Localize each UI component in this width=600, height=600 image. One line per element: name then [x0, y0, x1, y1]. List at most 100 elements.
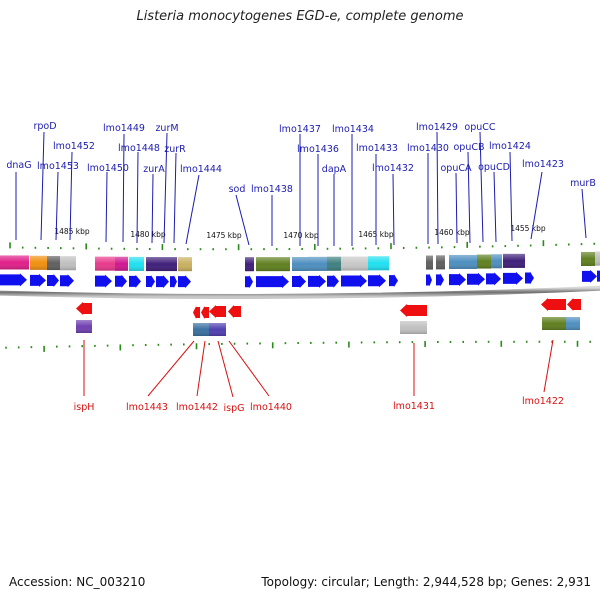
gene-label-opuCD[interactable]: opuCD [478, 162, 510, 173]
forward-gene-arrow [503, 271, 523, 285]
gene-label-opuCB[interactable]: opuCB [453, 142, 484, 153]
gene-label-murB[interactable]: murB [570, 178, 596, 189]
scale-tick [398, 341, 401, 344]
leader-zurA [151, 173, 154, 244]
block-shade [426, 255, 433, 270]
block-shade [368, 256, 389, 271]
gene-label-lmo1436[interactable]: lmo1436 [297, 144, 339, 155]
scale-tick [364, 247, 367, 250]
block-shade [542, 317, 566, 330]
scale-tick [34, 246, 37, 249]
scale-tick [21, 246, 24, 249]
leader-sod [235, 194, 250, 246]
scale-tick [284, 342, 287, 345]
scale-tick [564, 340, 566, 343]
gene-label-lmo1438[interactable]: lmo1438 [251, 184, 293, 195]
top-function-blocks [0, 251, 600, 272]
leader-lmo1443 [147, 340, 195, 397]
scale-tick [529, 244, 532, 247]
leader-lmo1432 [392, 173, 395, 246]
gene-label-dapA[interactable]: dapA [322, 164, 347, 175]
reverse-gene-arrow [541, 298, 566, 311]
gene-label-lmo1440[interactable]: lmo1440 [250, 402, 292, 413]
gene-label-lmo1424[interactable]: lmo1424 [489, 141, 531, 152]
gene-label-lmo1453[interactable]: lmo1453 [37, 161, 79, 172]
gene-label-ispH[interactable]: ispH [74, 402, 95, 413]
gene-label-lmo1448[interactable]: lmo1448 [118, 143, 160, 154]
gene-label-lmo1429[interactable]: lmo1429 [416, 122, 458, 133]
gene-label-lmo1433[interactable]: lmo1433 [356, 143, 398, 154]
block-shade [146, 257, 177, 272]
forward-gene-arrow [389, 274, 398, 288]
scale-tick [132, 344, 134, 347]
gene-label-sod[interactable]: sod [229, 184, 246, 195]
gene-label-lmo1443[interactable]: lmo1443 [126, 402, 168, 413]
kbp-label-1460: 1460 kbp [434, 228, 470, 237]
block-shade [566, 317, 580, 330]
scale-tick [94, 344, 96, 347]
block-shade [327, 256, 341, 271]
leader-lmo1429 [436, 131, 439, 245]
scale-tick [263, 248, 265, 251]
gene-label-lmo1442[interactable]: lmo1442 [176, 402, 218, 413]
scale-tick [17, 346, 20, 349]
forward-gene-arrow [597, 270, 600, 282]
gene-label-lmo1450[interactable]: lmo1450 [87, 163, 129, 174]
gene-label-opuCA[interactable]: opuCA [441, 163, 472, 174]
top-gene-labels: dnaG rpoD lmo1453 lmo1452 lmo1450 lmo144… [6, 121, 596, 246]
kbp-label-1480: 1480 kbp [130, 230, 166, 239]
gene-label-lmo1444[interactable]: lmo1444 [180, 164, 222, 175]
scale-tick [373, 341, 376, 344]
scale-tick [259, 342, 261, 345]
gene-label-lmo1422[interactable]: lmo1422 [522, 396, 564, 407]
gene-label-lmo1432[interactable]: lmo1432 [372, 163, 414, 174]
leader-rpoD [40, 131, 45, 241]
gene-label-zurR[interactable]: zurR [164, 144, 186, 155]
block-shade [477, 254, 491, 269]
scale-tick [377, 247, 380, 250]
reverse-genes [76, 298, 581, 319]
block-shade [449, 254, 477, 269]
scale-tick [462, 340, 464, 343]
forward-gene-arrow [368, 274, 386, 288]
scale-tick [386, 341, 388, 344]
forward-gene-arrow [95, 274, 112, 288]
forward-gene-arrow [245, 275, 253, 289]
block-shade [256, 257, 290, 272]
gene-label-dnaG[interactable]: dnaG [6, 160, 31, 171]
gene-label-lmo1431[interactable]: lmo1431 [393, 401, 435, 412]
gene-label-lmo1434[interactable]: lmo1434 [332, 124, 374, 135]
forward-genes [0, 269, 600, 289]
gene-label-rpoD[interactable]: rpoD [33, 121, 56, 132]
scale-tick [271, 342, 274, 349]
scale-tick [123, 247, 126, 250]
gene-label-zurM[interactable]: zurM [155, 123, 178, 134]
gene-label-lmo1423[interactable]: lmo1423 [522, 159, 564, 170]
gene-label-zurA[interactable]: zurA [143, 164, 165, 175]
reverse-gene-arrow [400, 304, 427, 317]
gene-label-lmo1452[interactable]: lmo1452 [53, 141, 95, 152]
gene-label-lmo1437[interactable]: lmo1437 [279, 124, 321, 135]
scale-tick [250, 248, 253, 251]
scale-tick [513, 340, 515, 343]
gene-label-ispG[interactable]: ispG [224, 403, 245, 414]
scale-tick [475, 340, 477, 343]
gene-label-lmo1430[interactable]: lmo1430 [407, 143, 449, 154]
scale-tick [437, 341, 439, 344]
topology-text: Topology: circular; Length: 2,944,528 bp… [261, 575, 591, 589]
gene-label-lmo1449[interactable]: lmo1449 [103, 123, 145, 134]
leader-opuCC [479, 131, 484, 243]
block-shade [341, 256, 368, 271]
scale-tick [106, 344, 109, 347]
forward-gene-arrow [0, 273, 27, 287]
gene-label-opuCC[interactable]: opuCC [464, 122, 495, 133]
scale-tick [593, 242, 595, 245]
scale-tick [144, 344, 147, 347]
scale-tick [402, 246, 405, 249]
block-shade [400, 321, 427, 334]
scale-tick [68, 345, 71, 348]
block-shade [30, 255, 47, 270]
scale-tick [183, 343, 185, 346]
scale-tick [390, 243, 392, 250]
scale-tick [5, 346, 7, 349]
